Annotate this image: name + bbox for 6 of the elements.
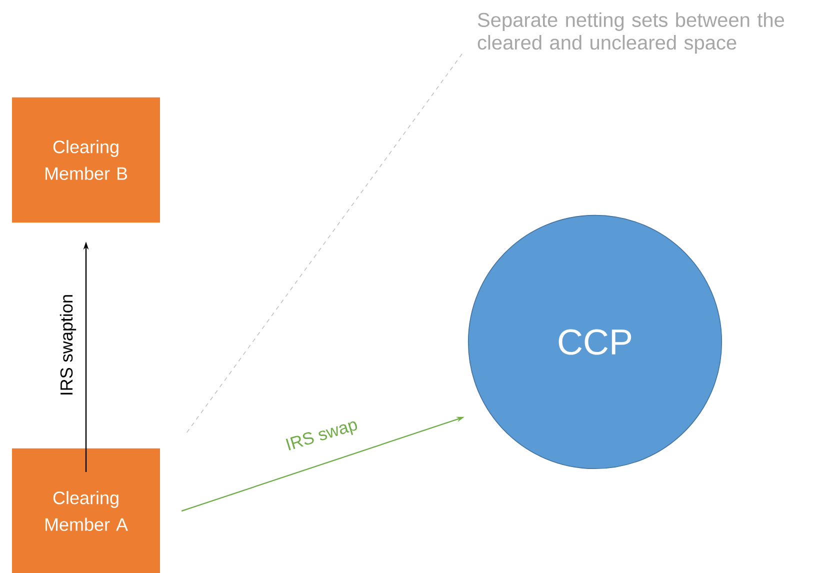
note-text: Separate netting sets between the cleared and uncleared space: [478, 12, 784, 54]
dashed-line: [184, 54, 462, 436]
edge-label: IRS swaption: [60, 295, 76, 394]
member-box: Clearing Member A: [12, 448, 160, 573]
member-box: Clearing Member B: [12, 97, 160, 223]
edge-label: IRS swap: [286, 421, 358, 450]
